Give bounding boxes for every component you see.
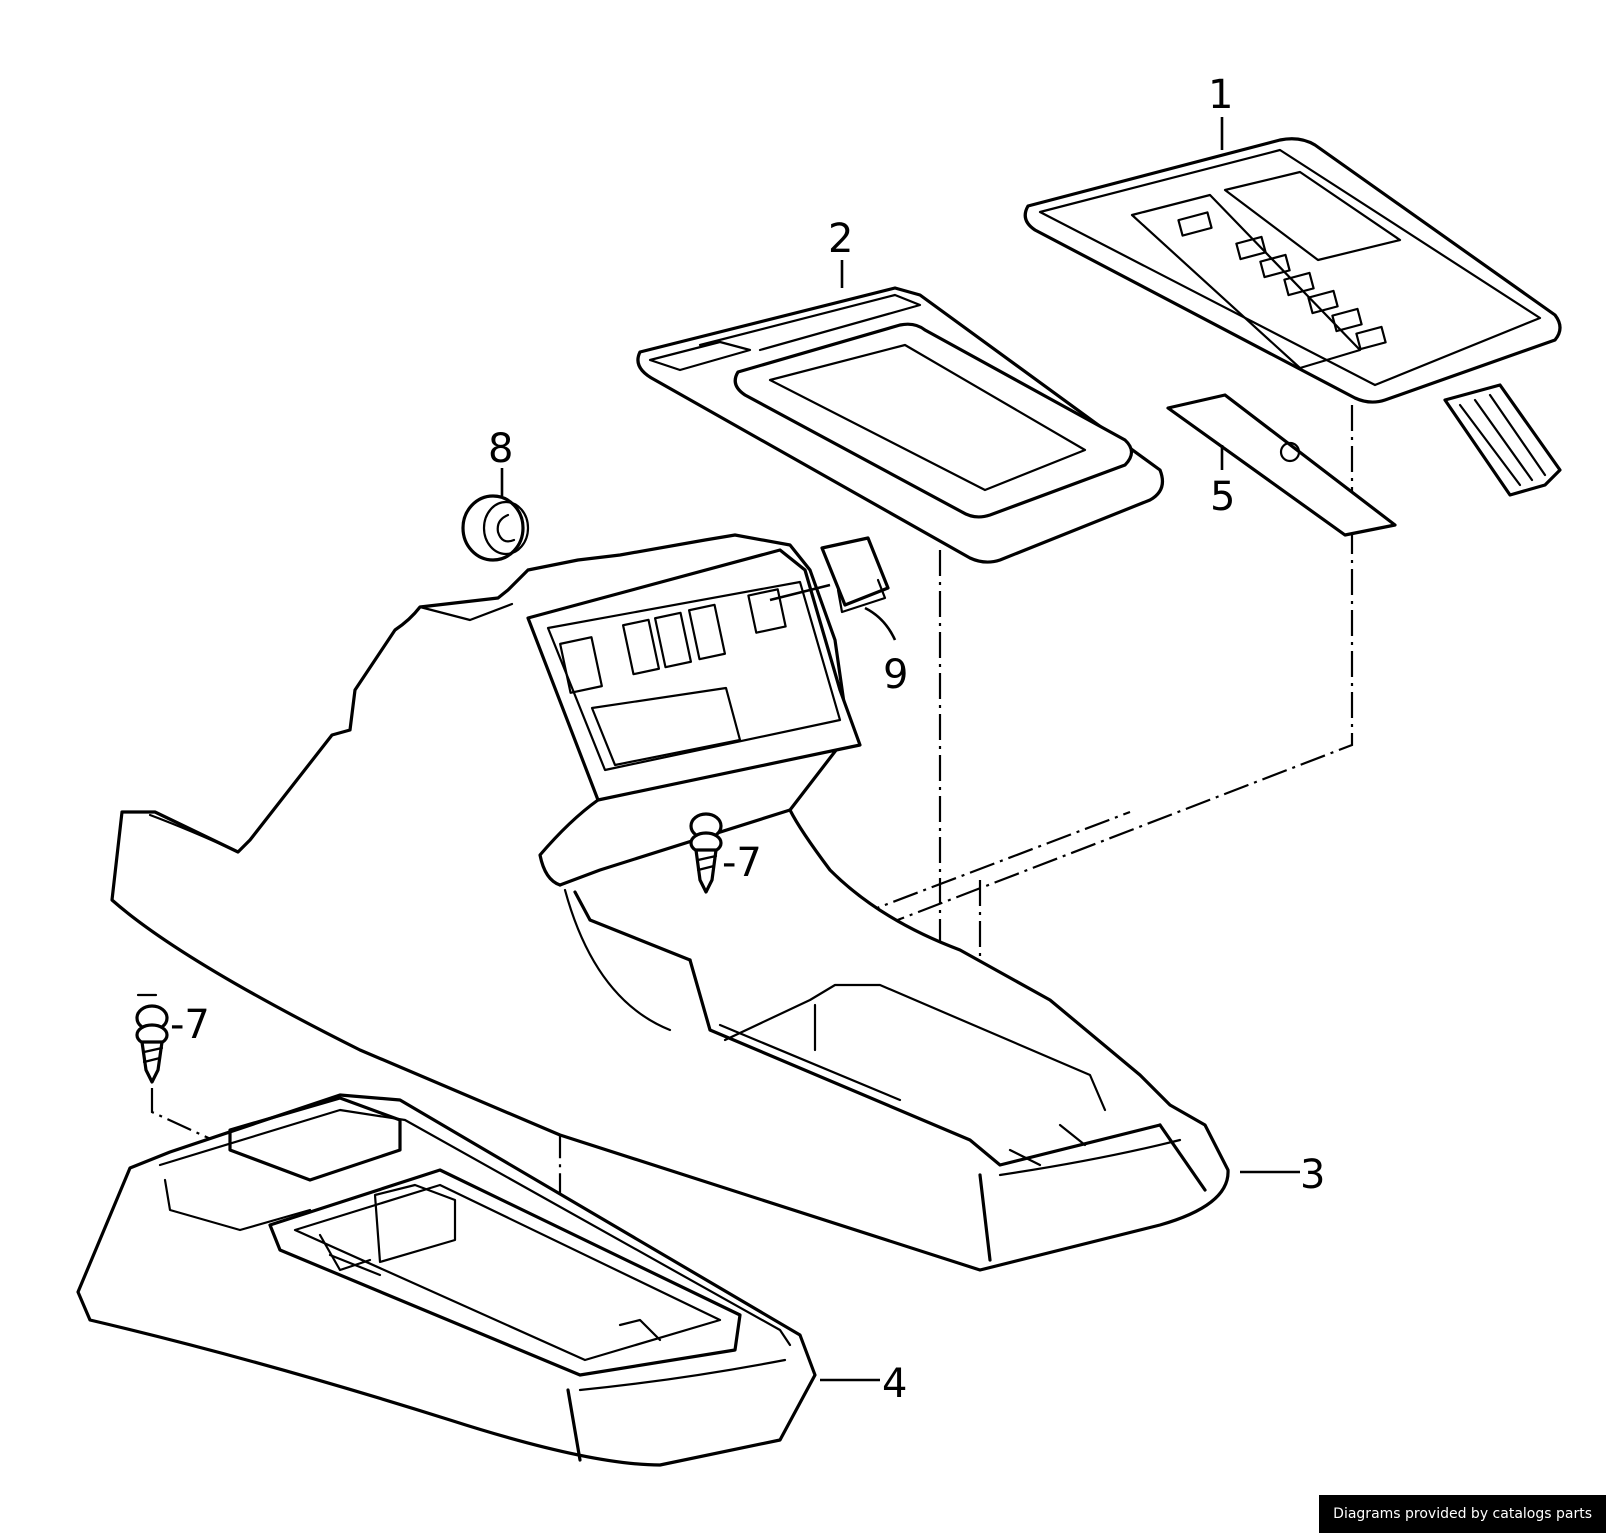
attribution-footer: Diagrams provided by catalogs parts [1319, 1495, 1606, 1533]
leader-lines [500, 117, 1300, 1382]
part-7-screw-upper [689, 812, 723, 894]
part-2-shift-bezel [636, 286, 1164, 564]
callout-7-upper: -7 [722, 840, 762, 886]
part-8-cap [461, 494, 530, 562]
part-4-tray [76, 1093, 817, 1467]
part-3-center-console [110, 533, 1230, 1272]
callout-9: 9 [883, 652, 908, 698]
part-5-indicator-strip [1166, 393, 1397, 537]
part-7-screw-lower [135, 993, 169, 1084]
callout-2: 2 [828, 216, 853, 262]
callout-4: 4 [882, 1361, 907, 1407]
callout-5: 5 [1210, 474, 1235, 520]
callout-8: 8 [488, 426, 513, 472]
callout-1: 1 [1208, 72, 1233, 118]
part-1-selector-trim [1023, 137, 1562, 497]
callout-3: 3 [1300, 1152, 1325, 1198]
part-9-switch [769, 536, 890, 614]
callout-7-lower: -7 [170, 1002, 210, 1048]
